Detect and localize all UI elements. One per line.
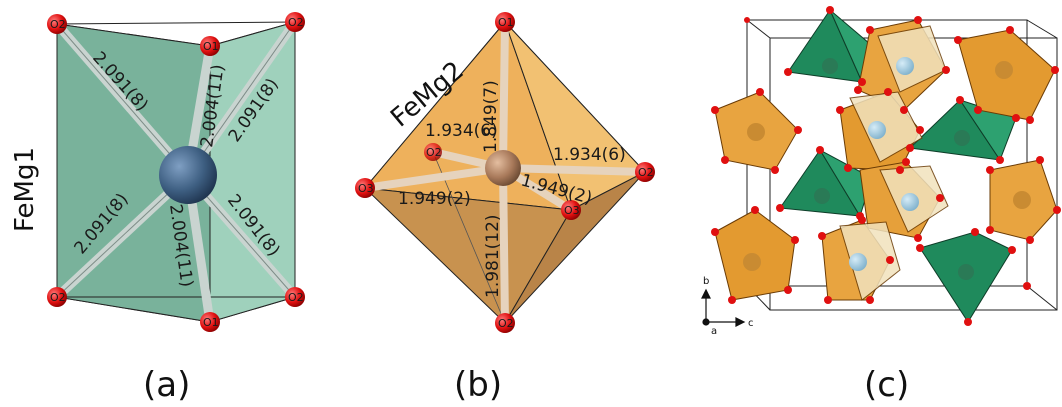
oxygen-atom (47, 287, 67, 307)
panel-a-atom-labels: O2 O1 O2 O2 O1 O2 (50, 16, 304, 329)
panel-c-caption: (c) (864, 365, 909, 405)
atom-label: O3 (358, 182, 374, 195)
cation-sphere (1013, 191, 1031, 209)
panel-a-caption: (a) (143, 365, 190, 405)
atom-label: O2 (426, 146, 442, 159)
axis-label-a: a (711, 326, 717, 337)
axis-indicator (701, 288, 746, 327)
panel-a-oxygens (47, 12, 305, 332)
cation-sphere (849, 253, 867, 271)
panel-c: b c a (c) (701, 6, 1061, 405)
bond-length-label: 1.981(12) (483, 214, 503, 298)
atom-label: O1 (203, 316, 219, 329)
oxygen-atom (561, 200, 581, 220)
atom-label: O2 (50, 291, 66, 304)
atom-label: O2 (288, 291, 304, 304)
bond-length-label: 1.849(7) (481, 80, 501, 153)
cation-sphere (954, 130, 970, 146)
oxygen-atom (200, 36, 220, 56)
panel-a-title: FeMg1 (10, 147, 40, 232)
bond-length-label: 1.934(6) (553, 145, 626, 165)
atom-label: O2 (50, 18, 66, 31)
panel-b-caption: (b) (454, 365, 502, 405)
fe-mg2-atom (485, 150, 521, 186)
green-tetrahedra (779, 8, 1017, 323)
cation-sphere (901, 193, 919, 211)
bond-length-label: 1.949(2) (398, 189, 471, 209)
atom-label: O1 (498, 16, 514, 29)
cation-sphere (747, 123, 765, 141)
oxygen-atom (47, 14, 67, 34)
atom-label: O3 (564, 204, 580, 217)
bond-length-label: 1.934(6) (425, 121, 498, 141)
atom-label: O2 (288, 16, 304, 29)
cation-sphere (896, 57, 914, 75)
cation-sphere (958, 264, 974, 280)
oxygen-atom (200, 312, 220, 332)
cation-sphere (743, 253, 761, 271)
panel-a: O2 O1 O2 O2 O1 O2 2.091(8) 2.004(11) 2.0… (10, 12, 305, 405)
panel-b: O1 O3 O2 O2 O3 O2 1.849(7) 1.934(6) 1.93… (355, 12, 655, 405)
panel-c-oxygens (711, 6, 1061, 326)
fe-mg1-atom (159, 146, 217, 204)
oxygen-atom (355, 178, 375, 198)
panel-b-oxygens (355, 12, 655, 333)
cation-sphere (995, 61, 1013, 79)
oxygen-atom (424, 143, 442, 161)
cation-spheres (743, 57, 1031, 280)
cation-sphere (822, 58, 838, 74)
cation-sphere (868, 121, 886, 139)
oxygen-atom (635, 162, 655, 182)
atom-label: O2 (638, 166, 654, 179)
atom-label: O1 (203, 40, 219, 53)
cation-sphere (814, 188, 830, 204)
oxygen-atom (495, 12, 515, 32)
octahedron (839, 221, 901, 301)
panel-b-atom-labels: O1 O3 O2 O2 O3 O2 (358, 16, 654, 330)
oxygen-atom (495, 313, 515, 333)
oxygen-atom (285, 12, 305, 32)
fe2-face-lower-right (504, 171, 646, 324)
axis-label-c: c (748, 318, 754, 329)
atom-label: O2 (498, 317, 514, 330)
axis-label-b: b (703, 276, 709, 287)
oxygen-atom (285, 287, 305, 307)
